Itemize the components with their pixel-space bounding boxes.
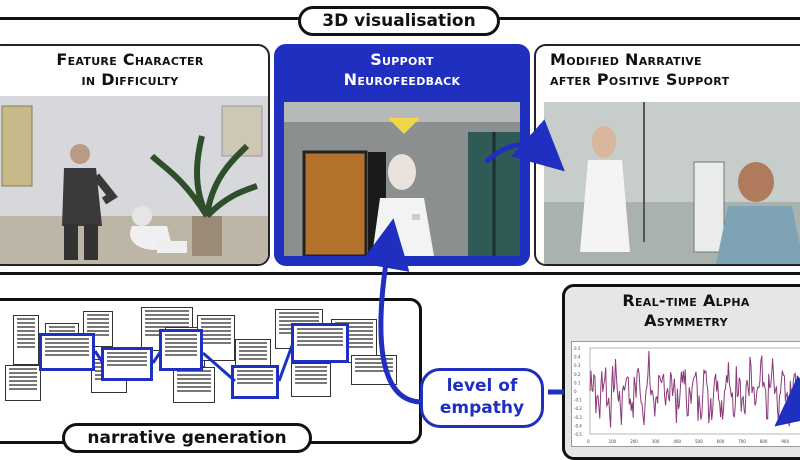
support-title-1: Support [370, 50, 434, 69]
y-tick-label: 0.3 [574, 363, 581, 368]
x-tick-label: 600 [717, 439, 725, 444]
support-scene-image [284, 102, 520, 256]
feature-scene-svg [0, 96, 268, 264]
narrative-connectors [93, 342, 295, 383]
empathy-line-2: empathy [439, 398, 525, 418]
modified-narrative-panel: Modified Narrative after Positive Suppor… [534, 44, 800, 266]
alpha-title-2: Asymmetry [644, 311, 728, 330]
y-tick-label: -0.4 [574, 423, 582, 428]
feature-title-2: in Difficulty [81, 70, 179, 89]
x-tick-label: 300 [652, 439, 660, 444]
modified-scene-svg [544, 102, 800, 264]
x-tick-label: 900 [781, 439, 789, 444]
narrative-doc [5, 365, 41, 401]
modified-scene-image [544, 102, 800, 264]
narrative-generation-label: narrative generation [62, 423, 312, 453]
level-of-empathy-badge: level of empathy [420, 368, 544, 428]
narrative-doc [291, 363, 331, 397]
support-neurofeedback-panel: Support Neurofeedback [274, 44, 530, 266]
empathy-line-1: level of [446, 376, 518, 396]
x-tick-label: 200 [630, 439, 638, 444]
narrative-doc-highlighted [291, 323, 349, 363]
y-tick-label: 0.1 [574, 380, 581, 385]
y-tick-label: 0.2 [574, 372, 581, 377]
feature-character-panel: Feature Character in Difficulty [0, 44, 270, 266]
support-scene-svg [284, 102, 520, 256]
feature-scene-image [0, 96, 268, 264]
narrative-doc-highlighted [101, 347, 153, 381]
y-tick-label: -0.2 [574, 406, 582, 411]
y-tick-label: 0.5 [574, 346, 581, 351]
alpha-signal-trace [589, 350, 800, 428]
narrative-doc-highlighted [159, 329, 203, 371]
x-tick-label: 500 [695, 439, 703, 444]
y-tick-label: -0.3 [574, 415, 582, 420]
narrative-doc-highlighted [231, 365, 279, 399]
alpha-title-1: Real-time Alpha [622, 291, 750, 310]
modified-title-2: after Positive Support [550, 70, 730, 89]
middle-divider [0, 272, 800, 275]
x-tick-label: 700 [738, 439, 746, 444]
y-tick-label: -0.5 [574, 432, 582, 437]
narrative-doc-highlighted [39, 333, 95, 371]
feature-title-1: Feature Character [56, 50, 204, 69]
x-tick-label: 100 [609, 439, 617, 444]
x-tick-label: 0 [587, 439, 590, 444]
y-tick-label: 0.4 [574, 355, 581, 360]
narrative-doc [13, 315, 39, 365]
y-tick-label: 0 [574, 389, 577, 394]
modified-title-1: Modified Narrative [550, 50, 702, 69]
x-tick-label: 800 [760, 439, 768, 444]
alpha-plot-area: 0.5 0.4 0.3 0.2 0.1 0 -0.1 -0.2 -0.3 -0.4 -0.5 0 100… [571, 341, 800, 447]
alpha-signal-plot: 0.5 0.4 0.3 0.2 0.1 0 -0.1 -0.2 -0.3 -0.4 -0.5 0 100… [574, 346, 800, 444]
narrative-generation-panel [0, 298, 422, 444]
header-title: 3D visualisation [298, 6, 500, 36]
y-tick-label: -0.1 [574, 398, 582, 403]
support-title-2: Neurofeedback [343, 70, 461, 89]
x-tick-label: 400 [673, 439, 681, 444]
